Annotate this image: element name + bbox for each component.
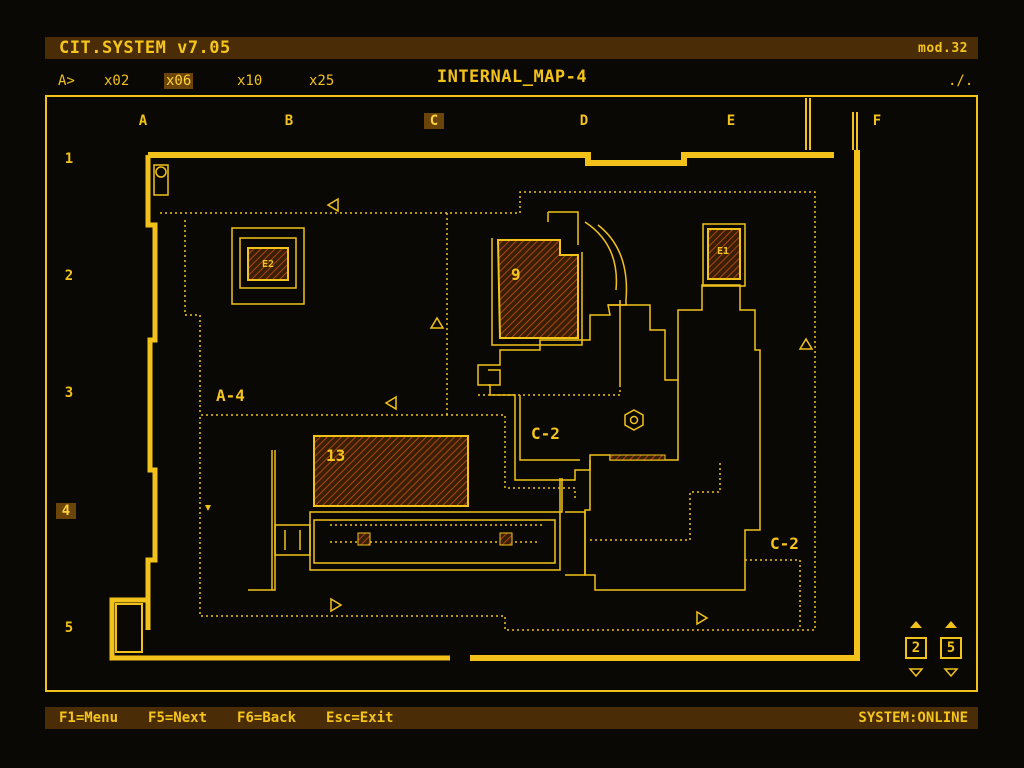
arrow-up-icon bbox=[798, 337, 814, 350]
system-status: SYSTEM:ONLINE bbox=[858, 710, 968, 726]
row-label-4: 4 bbox=[56, 503, 76, 519]
hexagon-marker-icon bbox=[624, 409, 644, 431]
row-label-2: 2 bbox=[64, 268, 74, 284]
room-c2-east-label[interactable]: C-2 bbox=[770, 534, 799, 553]
zoom-x02[interactable]: x02 bbox=[104, 73, 130, 89]
room-e1-fill bbox=[707, 228, 741, 280]
key-back[interactable]: F6=Back bbox=[237, 710, 297, 726]
floor-button-5[interactable]: 5 bbox=[940, 637, 962, 659]
arrow-right-icon bbox=[330, 597, 343, 613]
room-13-fill bbox=[313, 435, 469, 507]
system-title: CIT.SYSTEM v7.05 bbox=[59, 38, 231, 58]
col-label-a: A bbox=[138, 113, 148, 129]
zoom-x06[interactable]: x06 bbox=[164, 73, 194, 89]
col-label-b: B bbox=[284, 113, 294, 129]
room-a4-label[interactable]: A-4 bbox=[216, 386, 245, 405]
key-menu[interactable]: F1=Menu bbox=[59, 710, 119, 726]
room-e1-label[interactable]: E1 bbox=[717, 246, 730, 257]
title-bar: CIT.SYSTEM v7.05 mod.32 bbox=[45, 37, 978, 59]
room-c2-label[interactable]: C-2 bbox=[531, 424, 560, 443]
arrow-left-icon bbox=[384, 395, 397, 411]
map-title: INTERNAL_MAP-4 bbox=[436, 67, 588, 87]
zoom-x10[interactable]: x10 bbox=[237, 73, 263, 89]
row-label-3: 3 bbox=[64, 385, 74, 401]
arrow-up-icon bbox=[429, 316, 445, 329]
command-prompt: A> bbox=[58, 73, 75, 89]
corner-glyph: ./. bbox=[948, 73, 974, 89]
outer-wall-right bbox=[470, 150, 860, 661]
map-frame bbox=[45, 95, 978, 692]
room-e2-label[interactable]: E2 bbox=[262, 259, 275, 270]
zoom-x25[interactable]: x25 bbox=[309, 73, 335, 89]
col-label-c: C bbox=[424, 113, 444, 129]
key-exit[interactable]: Esc=Exit bbox=[326, 710, 394, 726]
floor-up-icon[interactable] bbox=[945, 621, 957, 628]
outer-wall-left bbox=[145, 155, 158, 630]
outer-wall bbox=[148, 152, 834, 166]
arrow-left-icon bbox=[326, 197, 339, 213]
floor-up-icon[interactable] bbox=[910, 621, 922, 628]
room-e2-fill bbox=[247, 247, 289, 281]
col-label-e: E bbox=[726, 113, 736, 129]
row-label-1: 1 bbox=[64, 151, 74, 167]
arrow-right-icon bbox=[696, 610, 709, 626]
status-bar: F1=Menu F5=Next F6=Back Esc=Exit SYSTEM:… bbox=[45, 707, 978, 729]
zoom-bar: A> x02 x06 x10 x25 ./. bbox=[58, 70, 978, 92]
outer-wall-bottom bbox=[109, 597, 450, 661]
col-label-d: D bbox=[579, 113, 589, 129]
room-13-label[interactable]: 13 bbox=[326, 446, 346, 465]
room-9-fill bbox=[496, 239, 579, 339]
key-next[interactable]: F5=Next bbox=[148, 710, 208, 726]
row-label-5: 5 bbox=[64, 620, 74, 636]
col-label-f: F bbox=[872, 113, 882, 129]
room-9-label[interactable]: 9 bbox=[511, 265, 521, 284]
module-label: mod.32 bbox=[918, 40, 968, 56]
floor-button-2[interactable]: 2 bbox=[905, 637, 927, 659]
